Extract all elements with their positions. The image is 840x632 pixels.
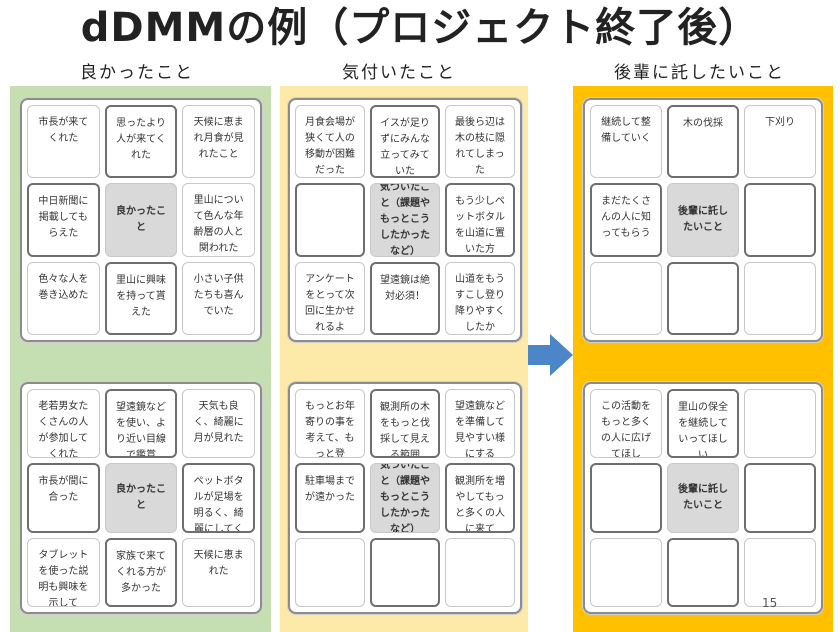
cell: 下刈り bbox=[744, 105, 816, 179]
center-cell: 気づいたこと（課題やもっとこうしたかったなど） bbox=[370, 183, 440, 257]
cell: 小さい子供たちも喜んでいた bbox=[182, 261, 255, 335]
cell: 老若男女たくさんの人が参加してくれた bbox=[27, 389, 100, 459]
cell bbox=[445, 537, 515, 607]
cell: 木の伐採 bbox=[667, 105, 739, 179]
cell: 中日新聞に掲載してもらえた bbox=[27, 183, 100, 257]
cell: 山道をもうすこし登り降りやすくしたか bbox=[445, 261, 515, 335]
cell: 市長が来てくれた bbox=[27, 105, 100, 179]
cell: タブレットを使った説明も興味を示して bbox=[27, 537, 100, 607]
cell: 思ったより人が来てくれた bbox=[104, 105, 178, 179]
board-handover-1: 継続して整備していく 木の伐採 下刈り まだたくさんの人に知ってもらう 後輩に託… bbox=[583, 98, 823, 342]
cell bbox=[744, 537, 816, 607]
column-header-good: 良かったこと bbox=[80, 63, 194, 83]
cell: まだたくさんの人に知ってもらう bbox=[590, 183, 662, 257]
cell: 家族で来てくれる方が多かった bbox=[104, 537, 178, 607]
center-cell: 気づいたこと（課題やもっとこうしたかったなど） bbox=[370, 463, 440, 533]
cell bbox=[370, 537, 440, 607]
column-header-noticed: 気付いたこと bbox=[342, 63, 456, 83]
center-cell: 良かったこと bbox=[104, 183, 178, 257]
board-handover-2: この活動をもっと多くの人に広げてほし 里山の保全を継続していってほしい 後輩に託… bbox=[583, 382, 823, 614]
arrow-right-icon bbox=[528, 334, 573, 376]
cell: 月食会場が狭くて人の移動が困難だった bbox=[295, 105, 365, 179]
center-cell: 後輩に託したいこと bbox=[667, 463, 739, 533]
cell: 里山の保全を継続していってほしい bbox=[667, 389, 739, 459]
cell: 市長が間に合った bbox=[27, 463, 100, 533]
cell bbox=[590, 261, 662, 335]
board-noticed-2: もっとお年寄りの事を考えて、もっと登 観測所の木をもっと伐採して見える範囲 望遠… bbox=[288, 382, 522, 614]
center-cell: 良かったこと bbox=[104, 463, 178, 533]
cell: 望遠鏡などを使い、より近い目線で鑑賞 bbox=[104, 389, 178, 459]
cell: 駐車場までが遠かった bbox=[295, 463, 365, 533]
cell: 天候に恵まれた bbox=[182, 537, 255, 607]
cell bbox=[744, 463, 816, 533]
cell: 望遠鏡などを準備して見やすい様にする bbox=[445, 389, 515, 459]
cell: 里山に興味を持って貰えた bbox=[104, 261, 178, 335]
cell: 望遠鏡は絶対必須！ bbox=[370, 261, 440, 335]
cell bbox=[667, 537, 739, 607]
cell bbox=[744, 183, 816, 257]
cell bbox=[744, 261, 816, 335]
board-good-1: 市長が来てくれた 思ったより人が来てくれた 天候に恵まれ月食が見れたこと 中日新… bbox=[20, 98, 262, 342]
cell: 継続して整備していく bbox=[590, 105, 662, 179]
cell: もっとお年寄りの事を考えて、もっと登 bbox=[295, 389, 365, 459]
cell bbox=[590, 537, 662, 607]
cell bbox=[590, 463, 662, 533]
column-header-handover: 後輩に託したいこと bbox=[614, 63, 785, 83]
page-number: 15 bbox=[762, 596, 778, 610]
board-good-2: 老若男女たくさんの人が参加してくれた 望遠鏡などを使い、より近い目線で鑑賞 天気… bbox=[20, 382, 262, 614]
center-cell: 後輩に託したいこと bbox=[667, 183, 739, 257]
cell: アンケートをとって次回に生かせれるよ bbox=[295, 261, 365, 335]
cell bbox=[295, 537, 365, 607]
cell: ペットボタルが足場を明るく、綺麗にしてくれた bbox=[182, 463, 255, 533]
cell: 里山について色んな年齢層の人と関われた bbox=[182, 183, 255, 257]
cell: 観測所の木をもっと伐採して見える範囲 bbox=[370, 389, 440, 459]
board-noticed-1: 月食会場が狭くて人の移動が困難だった イスが足りずにみんな立ってみていた 最後ら… bbox=[288, 98, 522, 342]
cell: 観測所を増やしてもっと多くの人に来て bbox=[445, 463, 515, 533]
cell bbox=[295, 183, 365, 257]
cell: 天候に恵まれ月食が見れたこと bbox=[182, 105, 255, 179]
cell: 色々な人を巻き込めた bbox=[27, 261, 100, 335]
cell: この活動をもっと多くの人に広げてほし bbox=[590, 389, 662, 459]
cell: イスが足りずにみんな立ってみていた bbox=[370, 105, 440, 179]
cell: もう少しペットボタルを山道に置いた方 bbox=[445, 183, 515, 257]
cell bbox=[667, 261, 739, 335]
cell: 天気も良く、綺麗に月が見れた bbox=[182, 389, 255, 459]
cell: 最後ら辺は木の枝に隠れてしまった bbox=[445, 105, 515, 179]
slide-title: dDMMの例（プロジェクト終了後） bbox=[80, 5, 760, 51]
cell bbox=[744, 389, 816, 459]
